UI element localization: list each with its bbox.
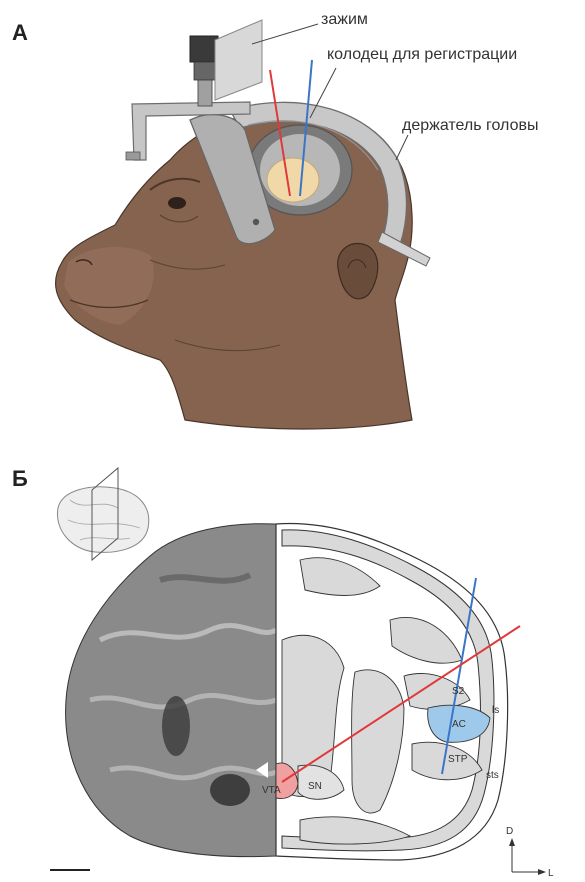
- brain-inset: [57, 468, 148, 560]
- label-s2: S2: [452, 686, 465, 697]
- label-sn: SN: [308, 781, 322, 792]
- label-stp: STP: [448, 754, 468, 765]
- axis-lateral-label: L: [548, 868, 554, 879]
- label-vta: VTA: [262, 785, 281, 796]
- label-ls: ls: [492, 705, 499, 716]
- axis-dorsal-label: D: [506, 826, 513, 837]
- label-sts: sts: [486, 770, 499, 781]
- label-ac: AC: [452, 719, 466, 730]
- histology-section: [66, 524, 276, 857]
- orientation-axes: D L: [506, 826, 554, 879]
